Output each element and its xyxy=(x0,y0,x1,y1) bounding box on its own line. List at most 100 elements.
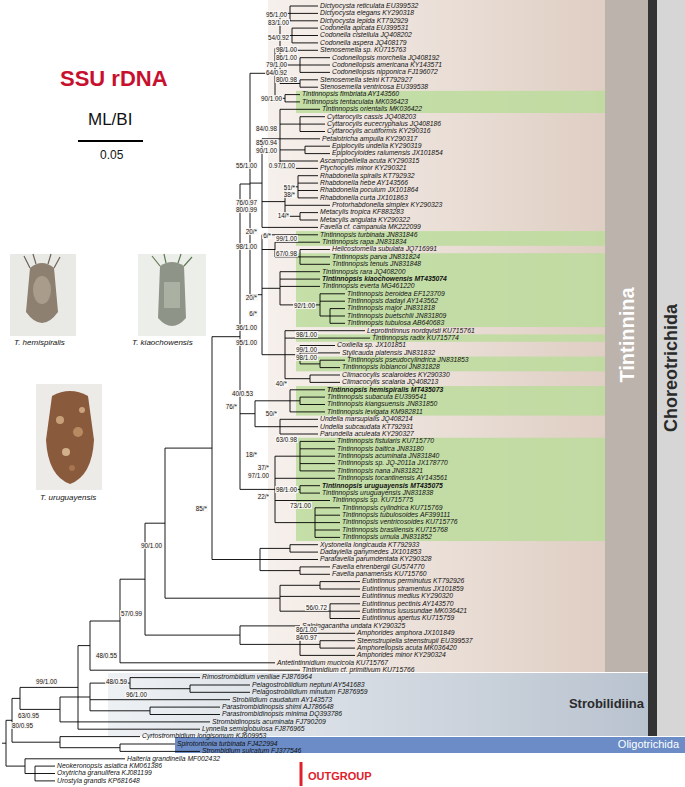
support-value: 92/1.00 xyxy=(293,302,316,309)
support-value: 90/1.00 xyxy=(255,147,278,154)
taxon-label: Tintinnopsis major JN831818 xyxy=(347,304,435,312)
taxon-label: Tintinnopsis kiaochowensis MT435074 xyxy=(322,275,447,283)
taxon-label: Dictyocysta reticulata EU399532 xyxy=(320,2,418,10)
photo-caption: T. uruguayensis xyxy=(40,493,96,502)
taxon-label: Dictyocysta lepida KT792929 xyxy=(320,17,408,25)
taxon-label: Tintinnopsis lobiancoi JN831828 xyxy=(342,363,440,371)
scale-label: 0.05 xyxy=(100,148,123,162)
taxon-label: Tintinnopsis fistularis KU715770 xyxy=(337,437,434,445)
support-value: 48/0.59 xyxy=(105,678,128,685)
figure-title: SSU rDNA xyxy=(60,66,168,92)
taxon-label: Strobilidium caudatum AY143573 xyxy=(232,696,332,704)
taxon-label: Tintinnopsis urnula JN831852 xyxy=(342,533,432,541)
support-value: 99/1.00 xyxy=(35,678,58,685)
taxon-label: Codonella apicata EU399531 xyxy=(320,24,408,32)
support-value: 73/1.00 xyxy=(289,502,312,509)
support-value: 6/* xyxy=(248,310,258,317)
taxon-label: Cyttarocylis eucecryphalus JQ408186 xyxy=(327,120,441,128)
taxon-label: Dictyocysta elegans KY290318 xyxy=(320,9,414,17)
taxon-label: Rimostrombidium veniliae FJ876964 xyxy=(202,673,312,681)
taxon-label: Tintinnopsis ventricosoides KU715776 xyxy=(342,518,458,526)
support-value: 79/1.00 xyxy=(265,61,288,68)
taxon-label: Amphorides minor KY290324 xyxy=(357,651,446,659)
support-value: 84/0.97 xyxy=(295,634,318,641)
taxon-label: Pelagostrobilidium neptuni AY541683 xyxy=(252,681,365,689)
taxon-label: Eutintinnus stramentus JX101859 xyxy=(362,585,464,593)
taxon-label: Cyttarocylis acutiformis KY290316 xyxy=(327,127,431,135)
taxon-label: Cyttarocylis cassis JQ408203 xyxy=(327,113,416,121)
taxon-label: Pelagostrobilidium minutum FJ876959 xyxy=(252,688,368,696)
taxon-label: Dadayiella ganymedes JX101853 xyxy=(320,548,421,556)
taxon-label: Tintinnopsis nana JN831821 xyxy=(337,467,423,475)
support-value: 80/0.98 xyxy=(275,76,298,83)
support-value: 14/* xyxy=(277,212,290,219)
strobilidiina-fill xyxy=(108,673,648,736)
support-value: 95/1.00 xyxy=(265,11,288,18)
taxon-label: Tintinnopsis brasiliensis KU715768 xyxy=(342,526,448,534)
support-value: 80/0.95 xyxy=(11,722,34,729)
support-value: 98/1.00 xyxy=(275,486,298,493)
support-value: 38/* xyxy=(283,191,296,198)
taxon-label: Leprotintinnus nordqvisti KU715761 xyxy=(367,327,475,335)
photo-kiaochowensis xyxy=(138,254,206,336)
taxon-label: Rhabdonella poculum JX101864 xyxy=(320,186,418,194)
highlight-band xyxy=(296,357,605,372)
support-value: 40/* xyxy=(275,380,288,387)
taxon-label: Eutintinnus lususundae MK036421 xyxy=(362,607,467,615)
support-value: 56/0.72 xyxy=(305,604,328,611)
taxon-label: Undella marsupialis JQ408214 xyxy=(320,415,413,423)
taxon-label: Eutintinnus medius KY290320 xyxy=(362,592,453,600)
taxon-label: Cyrtostrombidium longisomum KJ609953 xyxy=(142,732,266,740)
taxon-label: Eutintinnus apertus KU715759 xyxy=(362,614,454,622)
photo-hemispiralis xyxy=(10,254,76,336)
highlight-band xyxy=(296,386,605,416)
taxon-label: Stenosemella ventricosa EU399538 xyxy=(320,83,428,91)
taxon-label: Stenosemella sp. KU715763 xyxy=(320,46,406,54)
taxon-label: Favella panamensis KU715760 xyxy=(332,570,426,578)
taxon-label: Tintinnopsis radix KU715774 xyxy=(372,334,459,342)
taxon-label: Tintinnopsis rara JQ408200 xyxy=(322,268,405,276)
taxon-label: Ptychocylis minor KY290321 xyxy=(320,164,407,172)
support-value: 6/* xyxy=(262,232,272,239)
highlight-band xyxy=(296,231,605,246)
taxon-label: Strombidium sulcatum FJ377546 xyxy=(202,747,301,755)
support-value: 20/* xyxy=(245,228,258,235)
taxon-label: Parundella aculeata KY290327 xyxy=(320,430,414,438)
taxon-label: Antetintinnidium mucicola KU715767 xyxy=(277,659,388,667)
highlight-band xyxy=(296,91,605,113)
support-value: 63/0.95 xyxy=(17,712,40,719)
group-label: Strobilidiina xyxy=(569,696,644,711)
outgroup-bar xyxy=(300,762,303,786)
taxon-label: Tintinnopsis beroidea EF123709 xyxy=(347,290,445,298)
taxon-label: Tintinnopsis subacuta EU399541 xyxy=(327,393,427,401)
support-value: 55/1.00 xyxy=(235,162,258,169)
support-value: 86/1.00 xyxy=(295,626,318,633)
taxon-label: Tintinnopsis turbinata JN831846 xyxy=(320,231,417,239)
taxon-label: Eutintinnus perminutus KT792926 xyxy=(362,577,464,585)
taxon-label: Parastrombidinopsis minima DQ393786 xyxy=(222,710,342,718)
choreotrichida-bar: Choreotrichida xyxy=(648,0,685,736)
taxon-label: Tintinnopsis levigata KM982811 xyxy=(327,408,423,416)
taxon-label: Tintinnopsis acuminata JN831840 xyxy=(337,452,439,460)
taxon-label: Tintinnopsis fimbriata AY143560 xyxy=(302,90,399,98)
support-value: 96/1.00 xyxy=(125,691,148,698)
taxon-label: Tintinnopsis sp. JQ-2011a JX178770 xyxy=(337,459,448,467)
support-value: 67/0.98 xyxy=(275,250,298,257)
support-value: 90/1.00 xyxy=(140,542,163,549)
support-value: 98/1.00 xyxy=(235,243,258,250)
taxon-label: Amphorides amphora JX101849 xyxy=(357,629,454,637)
support-value: 18/* xyxy=(245,451,258,458)
support-value: 57/0.99 xyxy=(120,610,143,617)
support-value: 48/0.55 xyxy=(95,652,118,659)
taxon-label: Tintinnopsis buetschlii JN831809 xyxy=(347,312,446,320)
support-value: 90/1.00 xyxy=(260,95,283,102)
support-value: 76/0.97 xyxy=(235,199,258,206)
highlight-band xyxy=(296,438,605,541)
support-value: 98/1.00 xyxy=(295,354,318,361)
photo-caption: T. kiaochowensis xyxy=(132,338,193,347)
taxon-label: Undella subcaudata KT792931 xyxy=(320,423,413,431)
taxon-label: Codonellopsis americana KY143571 xyxy=(332,61,442,69)
taxon-label: Climacocylis scalaria JQ408213 xyxy=(342,378,438,386)
support-value: 0.97/1.00 xyxy=(268,162,296,169)
support-value: 37/* xyxy=(257,464,270,471)
